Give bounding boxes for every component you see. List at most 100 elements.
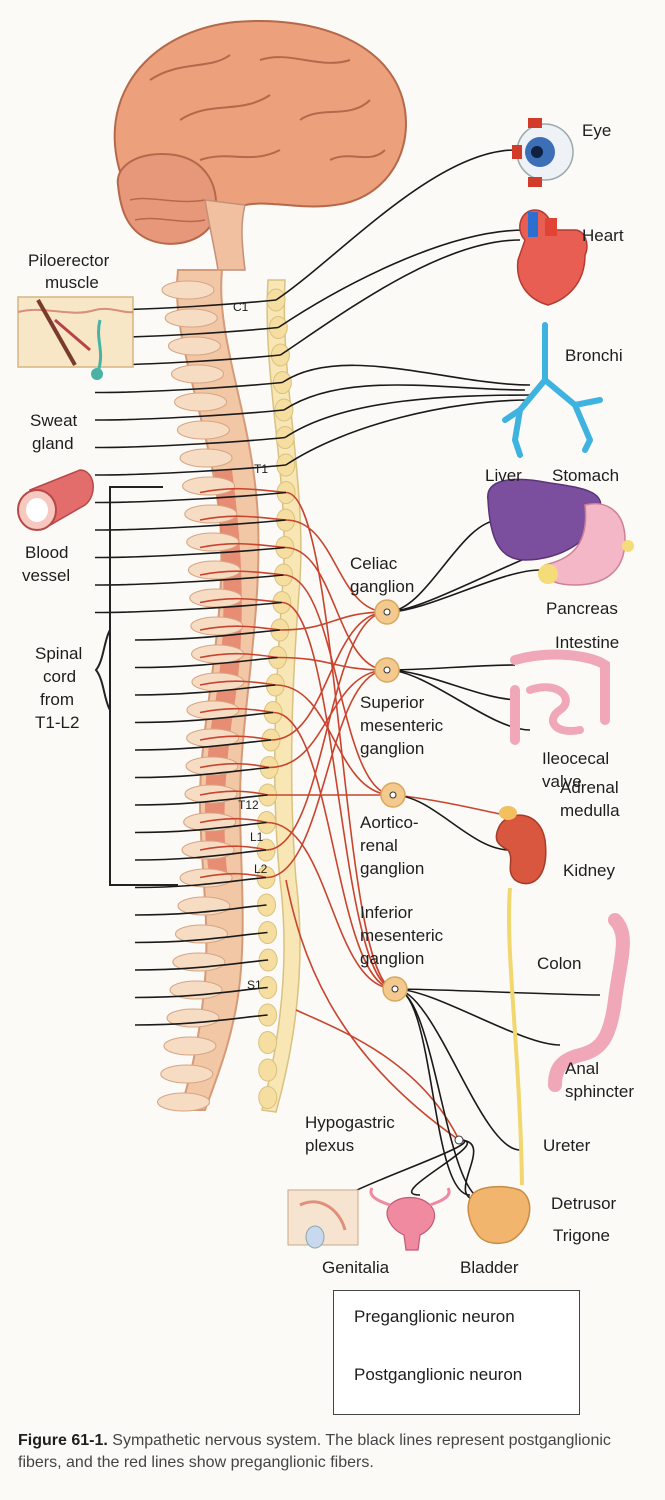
preganglionic-fiber [199,817,267,824]
liver-stomach-organ [487,478,634,586]
heart-organ [516,209,588,306]
postganglionic-fiber [394,988,561,1046]
postganglionic-fiber [386,664,516,671]
eye-organ [512,118,574,187]
vertebra [184,504,238,524]
postganglionic-fiber [94,546,285,559]
vertebra [167,336,221,356]
preganglionic-fiber [279,611,388,631]
preganglionic-fiber [199,515,286,521]
preganglionic-fiber [199,845,267,851]
label-hypogastric-1: Hypogastric [305,1113,395,1132]
legend-preganglionic: Preganglionic neuron [354,1307,515,1326]
label-intestine: Intestine [555,633,620,652]
label-bladder: Bladder [460,1258,519,1277]
label-sweat-1: Sweat [30,411,78,430]
preganglionic-fiber [285,879,460,1141]
skin-inset [17,296,134,380]
preganglionic-fiber [199,652,278,659]
preganglionic-fiber [199,762,270,769]
preganglionic-fiber [266,611,388,851]
brace [94,629,111,711]
chain-ganglion [258,1058,278,1082]
vertebra [157,1092,211,1112]
postganglionic-fiber [392,794,511,851]
peripheral-ganglia [374,599,464,1145]
vertebra [179,448,233,468]
vertebra [187,560,241,580]
colon-organ [548,913,630,1092]
label-colon: Colon [537,954,582,973]
preganglionic-fiber [295,1009,460,1141]
label-piloerector-1: Piloerector [28,251,110,270]
label-adrenal-2: medulla [560,801,620,820]
postganglionic-fiber [281,364,531,386]
vertebra [186,532,240,552]
vertebra [176,420,230,440]
label-piloerector-2: muscle [45,273,99,292]
chain-ganglion [258,1086,278,1109]
adrenal-kidney-organ [495,806,547,885]
preganglionic-fiber [285,491,396,990]
vertebra [164,308,218,328]
postganglionic-fiber [134,904,267,916]
label-celiac-2: ganglion [350,577,415,596]
label-stomach: Stomach [552,466,620,485]
label-infmes-1: Inferior [360,903,413,922]
uterus-organ [369,1187,451,1251]
postganglionic-fiber [134,629,280,641]
preganglionic-fiber [285,519,388,613]
postganglionic-fiber [134,766,270,779]
intestine-organ [510,649,610,745]
postganglionic-fiber [277,229,526,329]
caption-text: Sympathetic nervous system. The black li… [18,1432,611,1471]
label-aortico-3: ganglion [360,859,425,878]
label-eye: Eye [582,121,612,140]
bronchi-organ [502,322,603,458]
postganglionic-fiber [283,384,526,411]
postganglionic-fiber [134,794,268,806]
ureter [507,887,524,1186]
label-blood-1: Blood [25,543,69,562]
postganglionic-fiber [94,381,283,394]
postganglionic-fiber [134,656,278,669]
blood-vessel-organ [17,469,94,531]
label-spinal-1: Spinal [35,644,83,663]
label-pancreas: Pancreas [546,599,618,618]
postganglionic-fiber [279,239,521,356]
preganglionic-fiber [277,656,388,671]
label-l1: L1 [250,830,264,844]
bladder-organ [467,1185,531,1244]
postganglionic-fiber [94,436,286,449]
label-kidney: Kidney [563,861,615,880]
vertebra [174,392,228,412]
label-aortico-1: Aortico- [360,813,419,832]
caption-figure-number: Figure 61-1. [18,1432,108,1449]
preganglionic-fiber [199,707,274,714]
label-ileocecal-1: Ileocecal [542,749,610,768]
label-blood-2: vessel [22,566,71,585]
preganglionic-fiber [199,735,272,741]
label-sweat-2: gland [32,434,74,453]
vertebra [163,1036,217,1056]
vertebra [160,1064,214,1084]
label-genitalia: Genitalia [322,1258,390,1277]
preganglionic-fiber [273,711,396,990]
postganglionic-fiber [94,409,285,421]
label-supmes-3: ganglion [360,739,425,758]
postganglionic-fiber [386,669,521,701]
preganglionic-fiber [284,546,388,671]
postganglionic-fiber [343,1139,466,1201]
preganglionic-fiber [199,790,268,796]
label-bronchi: Bronchi [565,346,623,365]
label-detrusor: Detrusor [551,1194,617,1213]
label-anal-2: sphincter [565,1082,634,1101]
postganglionic-fiber [134,821,267,834]
postganglionic-fiber [134,684,276,696]
postganglionic-fiber [285,399,531,466]
postganglionic-fiber [134,739,272,751]
spinal-bracket [109,486,178,886]
postganglionic-fiber [284,394,536,439]
brain [113,20,407,271]
vertebra [184,784,238,804]
